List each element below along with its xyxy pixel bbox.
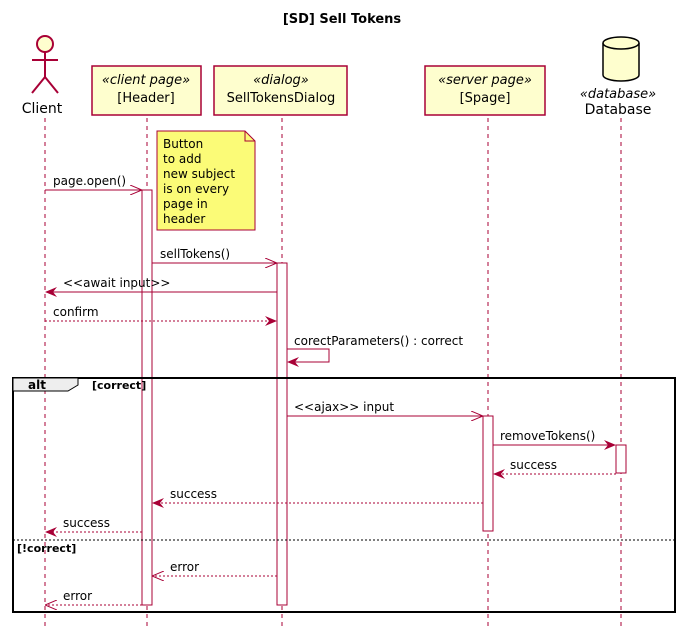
- message-label: success: [170, 487, 217, 501]
- message: success: [45, 516, 142, 537]
- message: corectParameters() : correct: [287, 334, 463, 367]
- message-label: success: [510, 458, 557, 472]
- database-icon: [602, 36, 640, 82]
- message-arrow: [287, 348, 330, 367]
- messages: page.open() sellTokens() <<await input>>…: [45, 174, 616, 605]
- participant-name: [Header]: [117, 91, 174, 106]
- participant-database: «database» Database: [580, 36, 656, 118]
- message: error: [153, 560, 277, 576]
- participant-stereotype: «dialog»: [253, 73, 309, 88]
- activation-spage: [482, 415, 494, 532]
- fragment-operator: alt: [28, 378, 46, 392]
- message: confirm: [45, 305, 277, 326]
- message: success: [152, 487, 483, 508]
- note: Button to add new subject is on every pa…: [156, 130, 256, 231]
- message-label: corectParameters() : correct: [294, 334, 463, 348]
- fragment-guard: [correct]: [92, 379, 146, 392]
- participant-spage: «server page» [Spage]: [424, 65, 546, 116]
- message: removeTokens(): [493, 429, 616, 450]
- message-label: page.open(): [53, 174, 126, 188]
- activation-bars: [141, 189, 627, 606]
- activation-database: [615, 444, 627, 474]
- message: success: [493, 458, 616, 479]
- participant-name: Client: [22, 101, 63, 117]
- activation-dialog: [276, 262, 288, 606]
- message-label: error: [170, 560, 199, 574]
- participant-name: [Spage]: [460, 91, 511, 106]
- message-label: confirm: [53, 305, 99, 319]
- message-label: removeTokens(): [500, 429, 595, 443]
- message: <<await input>>: [45, 276, 277, 297]
- note-line: page in: [163, 197, 208, 211]
- fragment-operator-tab: [12, 377, 79, 392]
- participant-name: Database: [585, 102, 652, 118]
- message: <<ajax>> input: [287, 400, 482, 416]
- note-line: Button: [163, 137, 203, 151]
- alt-fragment: alt [correct] [!correct]: [12, 377, 676, 613]
- note-line: to add: [163, 152, 201, 166]
- message-label: success: [63, 516, 110, 530]
- participant-stereotype: «client page»: [102, 73, 190, 88]
- note-line: is on every: [163, 182, 229, 196]
- participant-name: SellTokensDialog: [227, 91, 336, 106]
- participant-stereotype: «database»: [580, 87, 656, 102]
- participant-client: Client: [22, 35, 63, 117]
- participant-stereotype: «server page»: [438, 73, 532, 88]
- message: sellTokens(): [152, 247, 276, 263]
- participant-dialog: «dialog» SellTokensDialog: [213, 65, 348, 116]
- note-line: new subject: [163, 167, 235, 181]
- message-label: <<ajax>> input: [294, 400, 394, 414]
- message: error: [46, 589, 142, 605]
- lifelines: [44, 118, 622, 630]
- message: page.open(): [45, 174, 141, 190]
- activation-header: [141, 189, 153, 606]
- fragment-guard: [!correct]: [17, 542, 76, 555]
- message-label: <<await input>>: [63, 276, 170, 290]
- participant-header: «client page» [Header]: [91, 65, 202, 116]
- message-label: error: [63, 589, 92, 603]
- message-label: sellTokens(): [160, 247, 230, 261]
- diagram-title: [SD] Sell Tokens: [283, 12, 402, 27]
- note-line: header: [163, 212, 205, 226]
- actor-icon: [31, 35, 59, 94]
- fragment-frame: [12, 377, 676, 613]
